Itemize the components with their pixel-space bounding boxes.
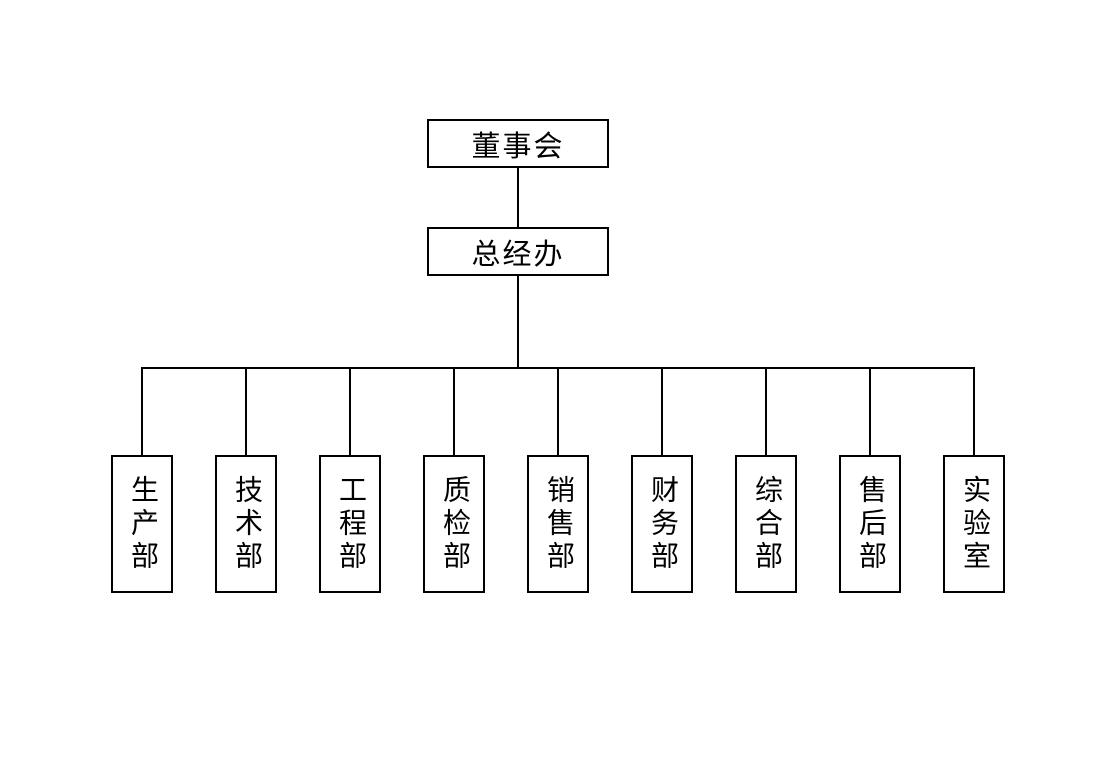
org-node-finance-dept-label: 财务部 [647, 474, 678, 574]
org-node-technology-dept-label: 技术部 [231, 474, 262, 574]
connector-drop-1 [141, 369, 143, 455]
org-node-general-affairs-dept: 综合部 [735, 455, 797, 593]
connector-drop-8 [869, 369, 871, 455]
org-node-production-dept: 生产部 [111, 455, 173, 593]
connector-drop-5 [557, 369, 559, 455]
connector-drop-4 [453, 369, 455, 455]
org-node-laboratory: 实验室 [943, 455, 1005, 593]
org-node-engineering-dept: 工程部 [319, 455, 381, 593]
org-node-engineering-dept-label: 工程部 [335, 474, 366, 574]
org-node-after-sales-dept: 售后部 [839, 455, 901, 593]
org-node-after-sales-dept-label: 售后部 [855, 474, 886, 574]
org-node-production-dept-label: 生产部 [127, 474, 158, 574]
org-node-gm-office-label: 总经办 [471, 238, 565, 271]
connector-drop-9 [973, 369, 975, 455]
org-node-sales-dept: 销售部 [527, 455, 589, 593]
org-node-gm-office: 总经办 [427, 227, 609, 276]
org-node-board-label: 董事会 [471, 130, 565, 163]
org-node-laboratory-label: 实验室 [959, 474, 990, 574]
org-node-quality-inspection-dept: 质检部 [423, 455, 485, 593]
connector-drop-3 [349, 369, 351, 455]
org-node-finance-dept: 财务部 [631, 455, 693, 593]
connector-drop-6 [661, 369, 663, 455]
org-node-quality-inspection-dept-label: 质检部 [439, 474, 470, 574]
org-node-general-affairs-dept-label: 综合部 [751, 474, 782, 574]
connector-drop-2 [245, 369, 247, 455]
connector-bus-line [141, 367, 975, 369]
connector-drop-7 [765, 369, 767, 455]
org-node-technology-dept: 技术部 [215, 455, 277, 593]
connector-root-to-middle [517, 168, 519, 227]
connector-middle-to-bus [517, 275, 519, 369]
org-node-sales-dept-label: 销售部 [543, 474, 574, 574]
org-node-board: 董事会 [427, 119, 609, 168]
